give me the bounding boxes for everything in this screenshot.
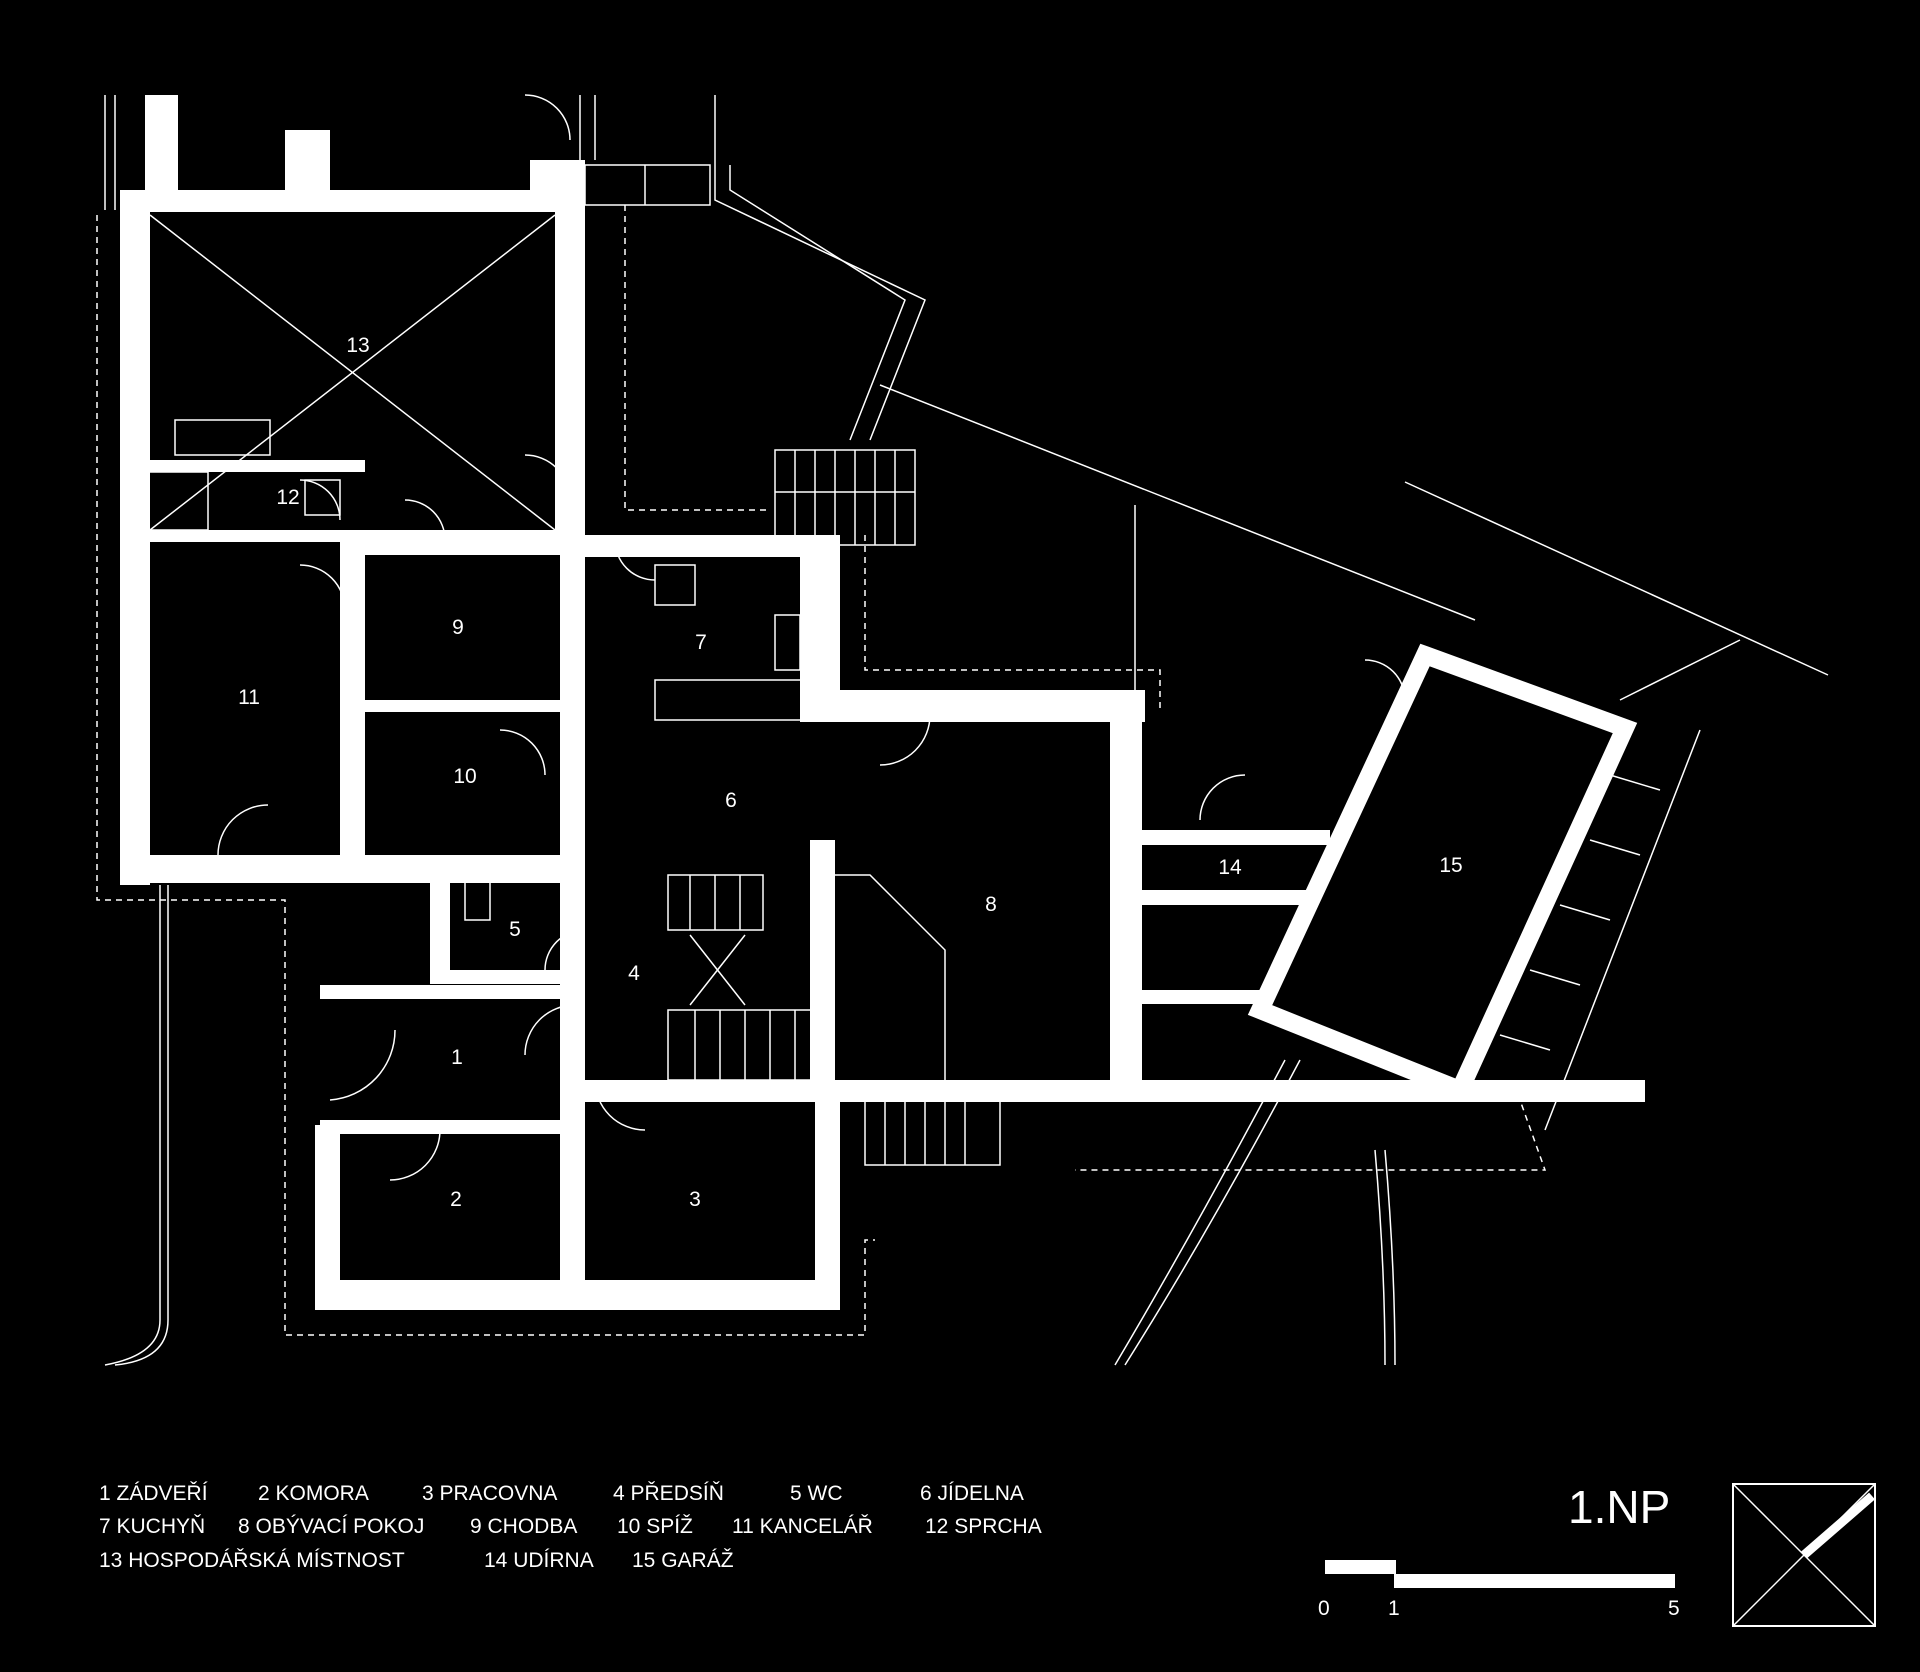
legend-item: 6 JÍDELNA	[920, 1482, 1024, 1505]
legend-item: 15 GARÁŽ	[632, 1549, 734, 1572]
room-15-label: 15	[1439, 854, 1462, 877]
scale-label: 5	[1668, 1597, 1680, 1620]
legend-item: 9 CHODBA	[470, 1515, 578, 1538]
legend-item: 7 KUCHYŇ	[99, 1515, 206, 1538]
legend-item: 1 ZÁDVEŘÍ	[99, 1482, 208, 1505]
legend-item: 14 UDÍRNA	[484, 1549, 594, 1572]
scale-label: 1	[1388, 1597, 1400, 1620]
legend-item: 3 PRACOVNA	[422, 1482, 558, 1505]
garage-walls	[1247, 643, 1638, 1102]
room-14-label: 14	[1218, 856, 1242, 879]
scale-bar	[1325, 1560, 1675, 1588]
legend-item: 13 HOSPODÁŘSKÁ MÍSTNOST	[99, 1549, 405, 1572]
legend-item: 4 PŘEDSÍŇ	[613, 1482, 724, 1505]
room-13-label: 13	[346, 334, 369, 357]
legend-item: 10 SPÍŽ	[617, 1515, 693, 1538]
walls	[120, 95, 1645, 1310]
room-11-label: 11	[238, 686, 260, 709]
floor-label: 1.NP	[1568, 1481, 1671, 1533]
room-6-label: 6	[725, 789, 737, 812]
room-4-label: 4	[628, 962, 640, 985]
legend-item: 8 OBÝVACÍ POKOJ	[238, 1515, 425, 1538]
room-1-label: 1	[451, 1046, 463, 1069]
north-arrow	[1732, 1483, 1876, 1627]
legend-item: 12 SPRCHA	[925, 1515, 1042, 1538]
room-labels: 1 2 3 4 5 6 7 8 9 10 11 12 13 14 15	[238, 334, 1463, 1211]
legend-item: 2 KOMORA	[258, 1482, 369, 1505]
room-3-label: 3	[689, 1188, 701, 1211]
room-2-label: 2	[450, 1188, 462, 1211]
room-7-label: 7	[695, 631, 707, 654]
room-9-label: 9	[452, 616, 464, 639]
room-10-label: 10	[453, 765, 476, 788]
scale-label: 0	[1318, 1597, 1330, 1620]
room-12-label: 12	[276, 486, 299, 509]
room-5-label: 5	[509, 918, 521, 941]
door-swings	[217, 94, 1406, 1181]
room-8-label: 8	[985, 893, 997, 916]
legend-item: 11 KANCELÁŘ	[732, 1515, 873, 1538]
legend-item: 5 WC	[790, 1482, 843, 1505]
thin-lines	[96, 95, 1829, 1366]
